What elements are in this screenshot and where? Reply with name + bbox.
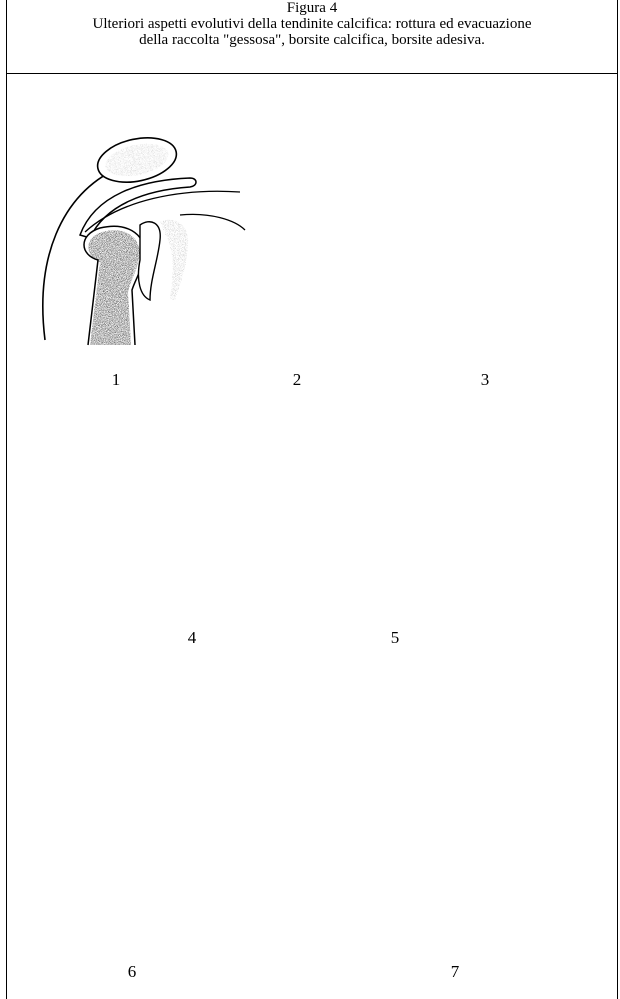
panel-label-4: 4 — [177, 628, 207, 648]
panel-label-3: 3 — [470, 370, 500, 390]
panel-label-1: 1 — [101, 370, 131, 390]
panel-label-6: 6 — [117, 962, 147, 982]
panel-label-7: 7 — [440, 962, 470, 982]
panel-label-2: 2 — [282, 370, 312, 390]
panel-label-5: 5 — [380, 628, 410, 648]
panel-1-illustration — [43, 131, 245, 345]
